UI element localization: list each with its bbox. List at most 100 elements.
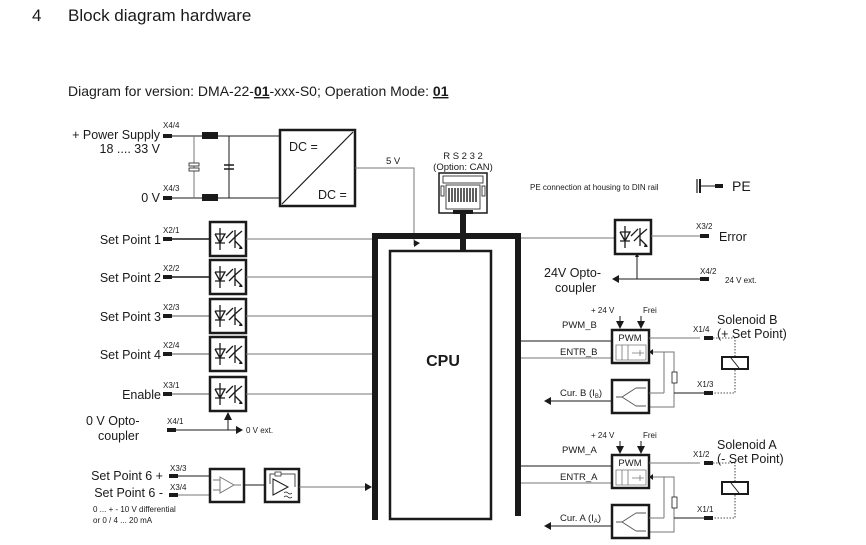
input-terminal: X2/3 — [163, 303, 180, 312]
terminal-x3-2: X3/2 — [696, 222, 713, 231]
opto-ground-label-2: coupler — [98, 429, 139, 443]
cpu-bus — [372, 233, 521, 520]
shunt-resistor-icon — [671, 371, 678, 384]
power-supply-section: + Power Supply 18 .... 33 V 0 V X4/4 X4/… — [72, 121, 420, 247]
opto-ground-label: 0 V Opto- — [86, 414, 140, 428]
cpu-label: CPU — [426, 353, 460, 370]
optocoupler-icon — [208, 220, 248, 258]
input-row: Set Point 1X2/1 — [100, 220, 372, 258]
rj45-connector-icon — [438, 172, 488, 214]
optocoupler-icon — [208, 335, 248, 373]
opto-supply-ext: 24 V ext. — [725, 276, 757, 285]
input-row: Set Point 4X2/4 — [100, 335, 372, 373]
supply-label: + 24 V — [591, 306, 615, 315]
solenoid-terminal-top: X1/2 — [693, 450, 710, 459]
solenoid-setpoint: (+ Set Point) — [717, 327, 787, 341]
terminal-pin — [704, 516, 713, 520]
solenoid-terminal-bottom: X1/3 — [697, 380, 714, 389]
ground-icon — [696, 179, 723, 193]
input-row: Set Point 2X2/2 — [100, 258, 372, 296]
input-label: Set Point 4 — [100, 348, 161, 362]
ground-label: 0 V — [141, 191, 160, 205]
rs232-option-label: (Option: CAN) — [433, 162, 493, 173]
entr-signal-label: ENTR_A — [560, 472, 598, 483]
input-terminal: X2/2 — [163, 264, 180, 273]
terminal-x4-4: X4/4 — [163, 121, 180, 130]
power-supply-range: 18 .... 33 V — [100, 142, 161, 156]
cpu-block — [388, 249, 493, 521]
opto-supply-label-2: coupler — [555, 281, 596, 295]
analog-input: Set Point 6 + Set Point 6 - X3/3 X3/4 0 … — [91, 464, 372, 525]
pwm-driver-block — [610, 328, 651, 365]
optocoupler-icon — [208, 258, 248, 296]
rail-5v-label: 5 V — [386, 156, 401, 167]
current-feedback-label: Cur. B (IB) — [560, 388, 602, 400]
mosfet-switch-icon — [615, 344, 647, 361]
pwm-driver-block — [610, 453, 651, 490]
optocoupler-icon — [613, 218, 653, 256]
input-label: Set Point 1 — [100, 233, 161, 247]
terminal-pin — [163, 392, 172, 396]
mosfet-switch-icon — [615, 469, 647, 486]
terminal-pin — [163, 352, 172, 356]
solenoid-terminal-top: X1/4 — [693, 325, 710, 334]
current-amplifier-block — [610, 378, 651, 415]
terminal-x3-4: X3/4 — [170, 483, 187, 492]
diagram-subtitle: Diagram for version: DMA-22-01-xxx-S0; O… — [68, 83, 449, 99]
optocoupler-icon — [208, 375, 248, 413]
solenoid-name: Solenoid B — [717, 313, 777, 327]
capacitor-icon — [188, 162, 200, 167]
terminal-pin — [704, 391, 713, 395]
set-point-6-minus-label: Set Point 6 - — [94, 486, 163, 500]
input-row: Set Point 3X2/3 — [100, 297, 372, 335]
error-label: Error — [719, 230, 747, 244]
supply-label: + 24 V — [591, 431, 615, 440]
pwm-label: PWM — [618, 333, 641, 344]
current-amplifier-block — [610, 503, 651, 540]
terminal-pin — [163, 275, 172, 279]
terminal-x4-2: X4/2 — [700, 267, 717, 276]
shunt-resistor-icon — [671, 496, 678, 509]
pwm-label: PWM — [618, 458, 641, 469]
solenoid-setpoint: (- Set Point) — [717, 452, 784, 466]
terminal-pin — [704, 336, 713, 340]
opto-ground: 0 V Opto- coupler X4/1 0 V ext. — [86, 412, 273, 443]
current-feedback-label: Cur. A (IA) — [560, 513, 601, 525]
input-terminal: X2/4 — [163, 341, 180, 350]
input-label: Enable — [122, 388, 161, 402]
pwm-signal-label: PWM_B — [562, 320, 597, 331]
error-output: X3/2 Error 24V Opto- coupler X4/2 24 V e… — [521, 218, 757, 295]
opto-supply-label: 24V Opto- — [544, 266, 601, 280]
converter-input-label: DC = — [289, 140, 318, 154]
analog-range-note: 0 ... + - 10 V differential — [93, 505, 176, 514]
analog-range-note-2: or 0 / 4 ... 20 mA — [93, 516, 153, 525]
solenoid-name: Solenoid A — [717, 438, 777, 452]
terminal-pin — [704, 461, 713, 465]
solenoid-terminal-bottom: X1/1 — [697, 505, 714, 514]
converter-output-label: DC = — [318, 188, 347, 202]
input-label: Set Point 2 — [100, 271, 161, 285]
section-number: 4 — [32, 6, 41, 25]
rs232-interface: R S 2 3 2 (Option: CAN) — [433, 151, 493, 252]
terminal-x4-3: X4/3 — [163, 184, 180, 193]
input-terminal: X2/1 — [163, 226, 180, 235]
opto-ground-ext: 0 V ext. — [246, 426, 273, 435]
rs232-label: R S 2 3 2 — [443, 151, 483, 162]
free-label: Frei — [643, 431, 657, 440]
terminal-pin — [163, 237, 172, 241]
pe-connection: PE connection at housing to DIN rail PE — [530, 178, 751, 194]
pe-note: PE connection at housing to DIN rail — [530, 183, 659, 192]
ferrite-bead-icon — [202, 132, 218, 139]
set-point-6-plus-label: Set Point 6 + — [91, 469, 163, 483]
terminal-pin — [163, 314, 172, 318]
entr-signal-label: ENTR_B — [560, 347, 597, 358]
terminal-x4-1: X4/1 — [167, 417, 184, 426]
input-label: Set Point 3 — [100, 310, 161, 324]
free-label: Frei — [643, 306, 657, 315]
ferrite-bead-icon — [202, 194, 218, 201]
